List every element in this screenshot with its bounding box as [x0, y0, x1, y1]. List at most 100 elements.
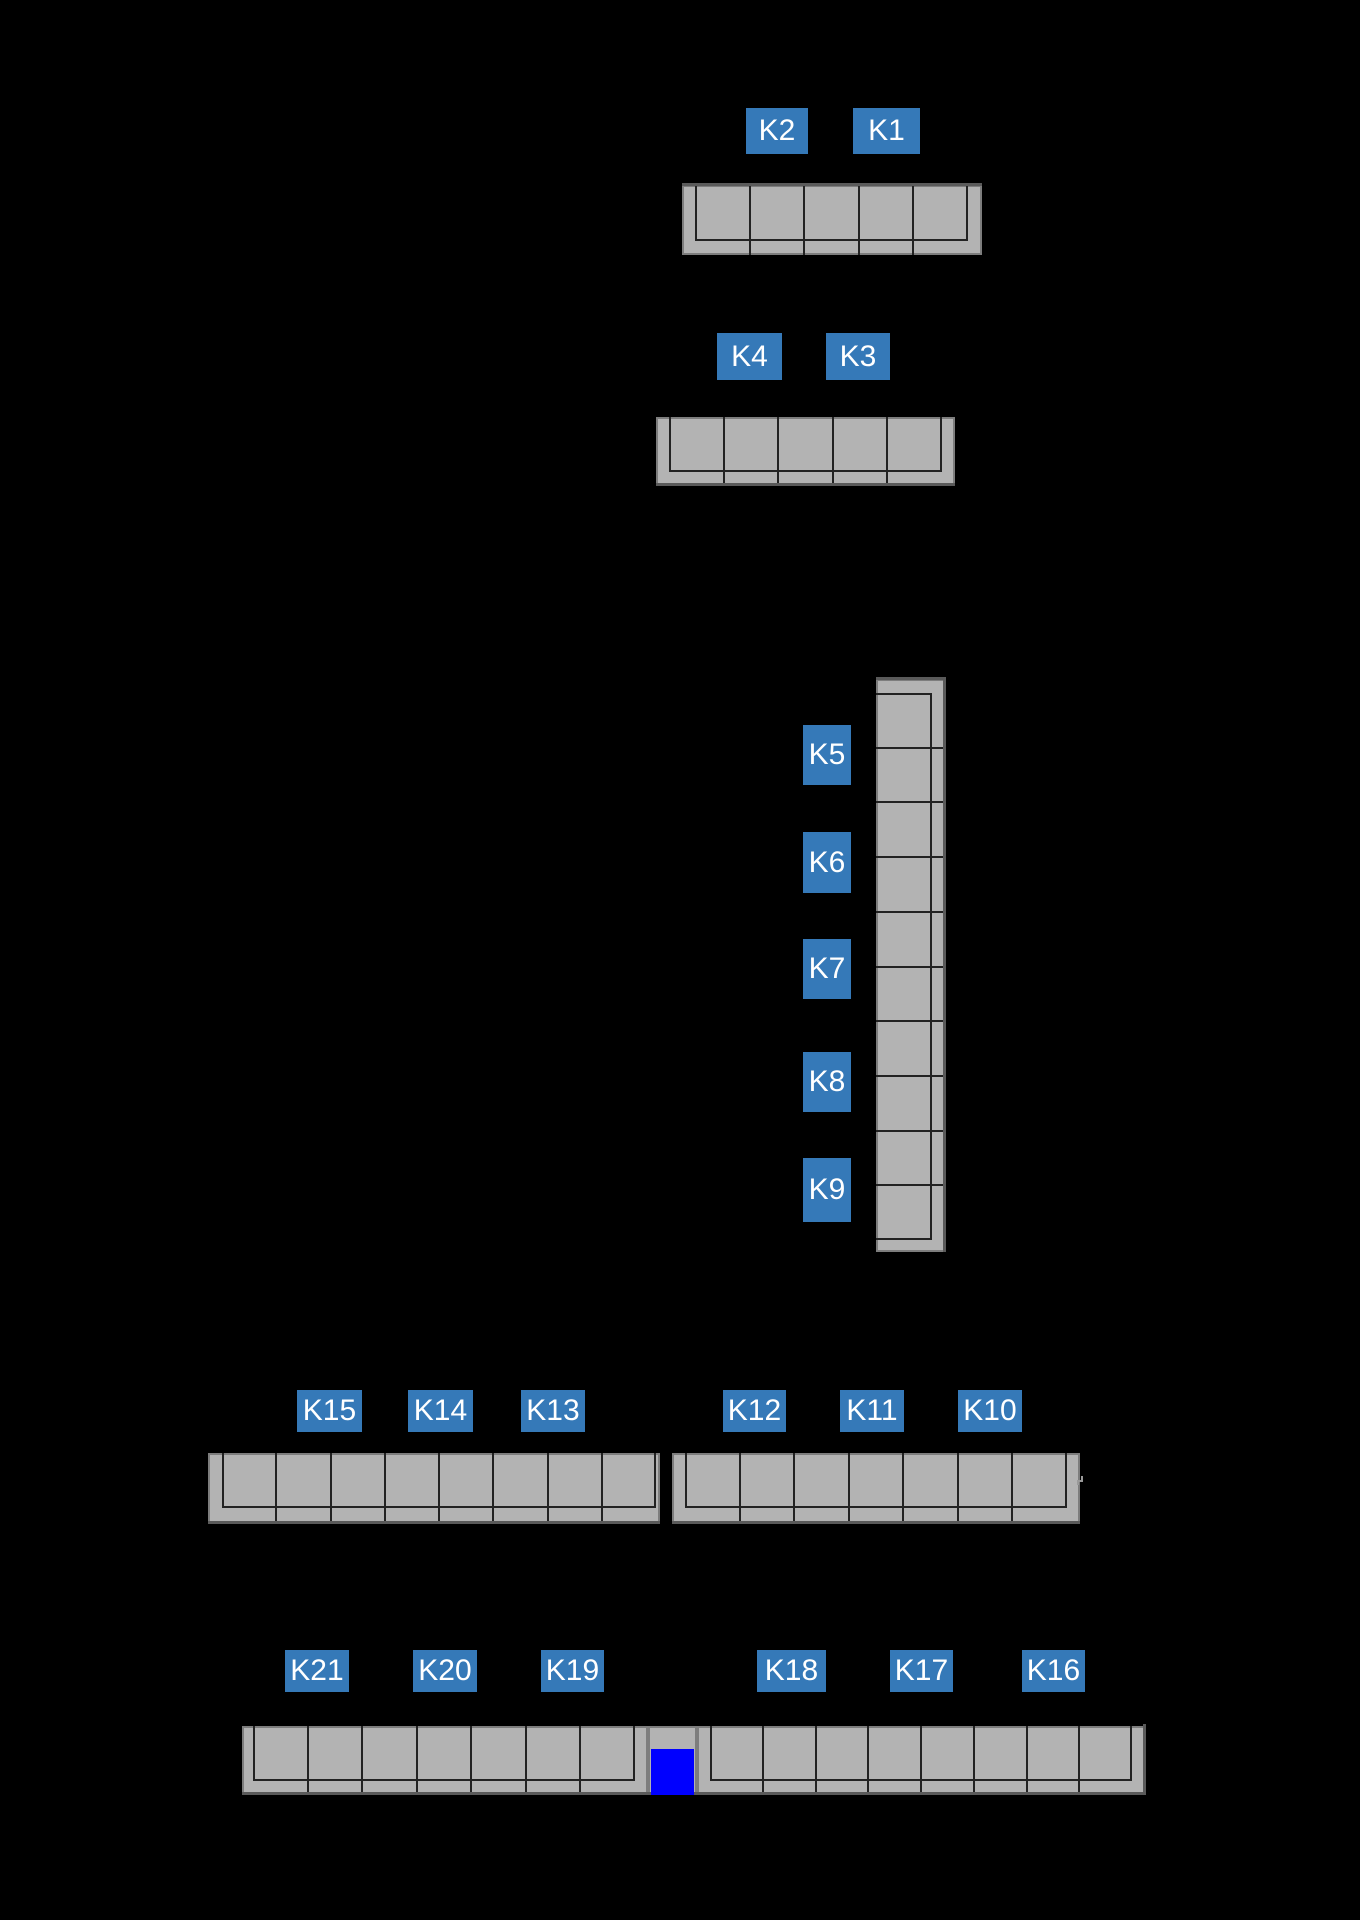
bench-detail-line [749, 185, 751, 255]
bench-detail-line [886, 417, 888, 485]
bench-detail-line [695, 185, 697, 241]
bench-detail-line [920, 1726, 922, 1794]
bench-detail-line [1011, 1453, 1013, 1523]
small-artifact-mark [1081, 1476, 1083, 1480]
bench-detail-line [361, 1726, 363, 1794]
k-label-K15[interactable]: K15 [297, 1390, 362, 1432]
bench-detail-line [416, 1726, 418, 1794]
small-artifact-mark [1077, 1480, 1083, 1482]
bench-detail-line [876, 1075, 946, 1077]
bench-detail-line [685, 1453, 687, 1508]
bench-detail-line [1065, 1453, 1067, 1508]
bench-detail-line [525, 1726, 527, 1794]
bench-detail-line [876, 1130, 946, 1132]
bench-detail-line [762, 1726, 764, 1794]
bench-detail-line [876, 1020, 946, 1022]
bench-detail-line [685, 1506, 1067, 1508]
bench-detail-line [876, 856, 946, 858]
bench-detail-line [912, 185, 914, 255]
bench-detail-line [876, 747, 946, 749]
bench-detail-line [966, 185, 968, 241]
bench-detail-line [815, 1726, 817, 1794]
bench-vertical [876, 679, 946, 1252]
bench-detail-line [669, 470, 942, 472]
bench-detail-line [723, 417, 725, 485]
bench-detail-line [710, 1726, 712, 1781]
bench-detail-line [654, 1453, 656, 1508]
bench-detail-line [1130, 1726, 1132, 1781]
bench-row1 [682, 185, 982, 255]
bench-detail-line [876, 1184, 946, 1186]
k-label-K9[interactable]: K9 [803, 1158, 851, 1222]
k-label-K20[interactable]: K20 [413, 1650, 477, 1692]
k-label-K1[interactable]: K1 [853, 108, 920, 154]
bench-detail-line [793, 1453, 795, 1523]
bench-detail-line [739, 1453, 741, 1523]
bench-row3-right [672, 1453, 1080, 1523]
bench-detail-line [330, 1453, 332, 1523]
k-label-K10[interactable]: K10 [958, 1390, 1022, 1432]
bench-detail-line [848, 1453, 850, 1523]
k-label-K4[interactable]: K4 [717, 333, 782, 380]
k-label-K5[interactable]: K5 [803, 725, 851, 785]
bench-detail-line [253, 1779, 635, 1781]
k-label-K6[interactable]: K6 [803, 832, 851, 893]
bench-detail-line [470, 1726, 472, 1794]
bench-row4-right [697, 1726, 1146, 1794]
wall-line [943, 677, 946, 1252]
k-label-K8[interactable]: K8 [803, 1052, 851, 1112]
k-label-K17[interactable]: K17 [890, 1650, 953, 1692]
wall-line [682, 183, 982, 186]
bench-detail-line [438, 1453, 440, 1523]
bench-detail-line [669, 417, 671, 472]
bench-detail-line [1078, 1726, 1080, 1794]
bench-detail-line [940, 417, 942, 472]
k-label-K11[interactable]: K11 [840, 1390, 904, 1432]
bench-detail-line [858, 185, 860, 255]
k-label-K12[interactable]: K12 [723, 1390, 786, 1432]
bench-detail-line [275, 1453, 277, 1523]
bench-detail-line [876, 801, 946, 803]
wall-line [672, 1521, 1080, 1524]
k-label-K7[interactable]: K7 [803, 939, 851, 999]
bench-row3-left [208, 1453, 660, 1523]
bench-detail-line [695, 239, 968, 241]
bench-detail-line [957, 1453, 959, 1523]
k-label-K16[interactable]: K16 [1022, 1650, 1085, 1692]
k-label-K14[interactable]: K14 [408, 1390, 473, 1432]
bench-detail-line [601, 1453, 603, 1523]
bench-detail-line [876, 911, 946, 913]
highlight-marker[interactable] [651, 1749, 694, 1795]
wall-line [876, 677, 946, 680]
bench-detail-line [902, 1453, 904, 1523]
bench-detail-line [832, 417, 834, 485]
bench-detail-line [547, 1453, 549, 1523]
bench-row2 [656, 417, 955, 485]
bench-detail-line [253, 1726, 255, 1781]
wall-line [1143, 1724, 1146, 1795]
bench-detail-line [492, 1453, 494, 1523]
k-label-K18[interactable]: K18 [757, 1650, 826, 1692]
k-label-K19[interactable]: K19 [541, 1650, 604, 1692]
bench-detail-line [222, 1453, 224, 1508]
k-label-K13[interactable]: K13 [521, 1390, 585, 1432]
bench-detail-line [876, 966, 946, 968]
bench-detail-line [876, 693, 932, 695]
bench-detail-line [777, 417, 779, 485]
wall-line [656, 483, 955, 486]
bench-detail-line [307, 1726, 309, 1794]
wall-line [208, 1521, 660, 1524]
small-artifact-mark [1077, 1482, 1079, 1485]
bench-detail-line [1026, 1726, 1028, 1794]
k-label-K21[interactable]: K21 [285, 1650, 349, 1692]
bench-detail-line [579, 1726, 581, 1794]
bench-detail-line [876, 1238, 932, 1240]
bench-detail-line [973, 1726, 975, 1794]
bench-row4-left [242, 1726, 648, 1794]
k-label-K2[interactable]: K2 [746, 108, 808, 154]
bench-detail-line [633, 1726, 635, 1781]
wall-line [242, 1792, 1146, 1795]
bench-detail-line [384, 1453, 386, 1523]
k-label-K3[interactable]: K3 [826, 333, 890, 380]
